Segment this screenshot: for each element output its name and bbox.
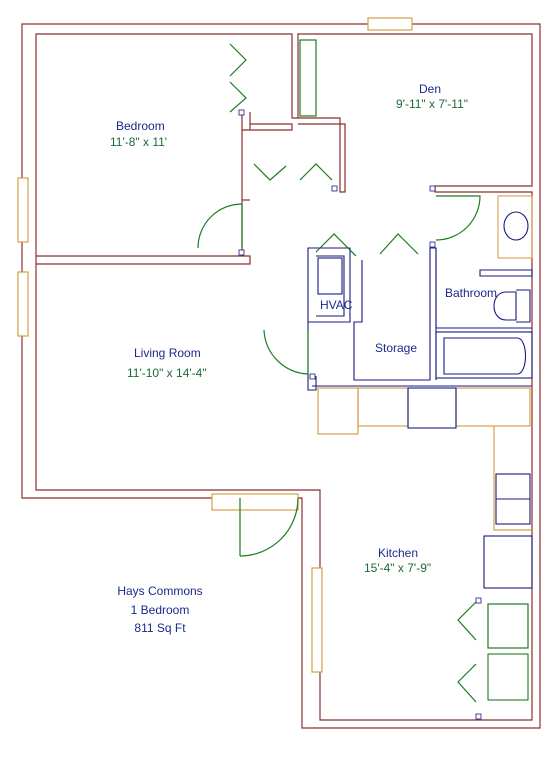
hvac-door-swing [263,329,309,375]
toilet-icon [493,289,531,323]
den-size: 9'-11" x 7'-11" [396,97,469,111]
hvac-unit [317,257,343,295]
bathroom-door-swing [435,195,481,241]
kitchen-cabinets [317,387,532,531]
den-closet-door [299,39,317,117]
den-label: Den [419,82,442,96]
window-top-den [367,17,413,31]
storage-label: Storage [375,341,418,355]
living-room-size: 11'-10" x 14'-4" [127,366,207,380]
window-entry-bottom [211,493,299,511]
refrigerator [483,535,533,589]
washer-dryer [487,653,529,701]
unit-type: 1 Bedroom [130,603,190,617]
window-living-left [17,271,29,337]
kitchen-fixtures [407,387,533,701]
bathroom-fixtures [435,195,533,379]
bedroom-door-swing [197,203,243,249]
living-room-label: Living Room [134,346,201,360]
vanity [497,195,533,259]
doors [197,39,529,703]
kitchen-size: 15'-4" x 7'-9" [364,561,432,575]
bathtub [435,331,533,379]
bedroom-label: Bedroom [116,119,165,133]
entry-door-swing [239,497,299,557]
bedroom-walls [36,112,346,265]
hvac-label: HVAC [320,298,353,312]
wall-markers [238,109,482,720]
kitchen-label: Kitchen [378,546,419,560]
windows [17,17,413,673]
range [407,387,457,429]
unit-area: 811 Sq Ft [134,621,186,635]
bathroom-sink-icon [503,211,529,241]
bedroom-size: 11'-8" x 11' [110,135,168,149]
window-kitchen-left [311,567,323,673]
property-name: Hays Commons [117,584,203,598]
bathroom-label: Bathroom [445,286,498,300]
window-bedroom-left [17,177,29,243]
